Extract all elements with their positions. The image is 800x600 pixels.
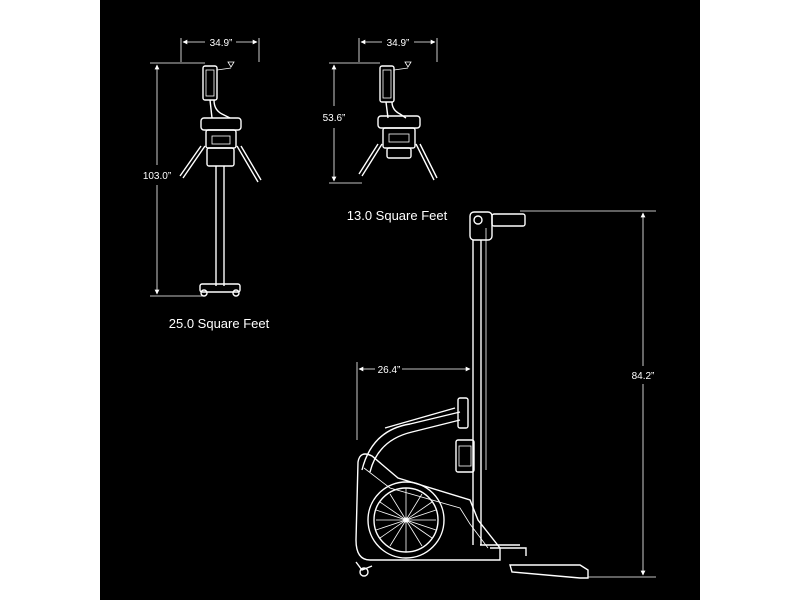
diagram-panel — [100, 0, 700, 600]
side-area-label: 13.0 Square Feet — [347, 208, 448, 223]
unfolded-height-label: 103.0” — [143, 171, 171, 182]
folded-rower-front-illustration — [358, 61, 438, 181]
folded-width-label: 34.9” — [387, 38, 410, 49]
unfolded-rower-front-illustration — [179, 61, 262, 297]
side-view: 13.0 Square Feet 26.4” 84.2” — [347, 208, 656, 579]
side-depth-label: 26.4” — [378, 365, 401, 376]
rower-side-illustration — [355, 211, 589, 579]
side-height-label: 84.2” — [632, 371, 655, 382]
folded-height-label: 53.6” — [323, 113, 346, 124]
folded-front-view: 34.9” 53.6” — [323, 38, 438, 184]
unfolded-width-label: 34.9” — [210, 38, 233, 49]
unfolded-area-label: 25.0 Square Feet — [169, 316, 270, 331]
unfolded-front-view: 34.9” 103.0” — [143, 38, 270, 331]
